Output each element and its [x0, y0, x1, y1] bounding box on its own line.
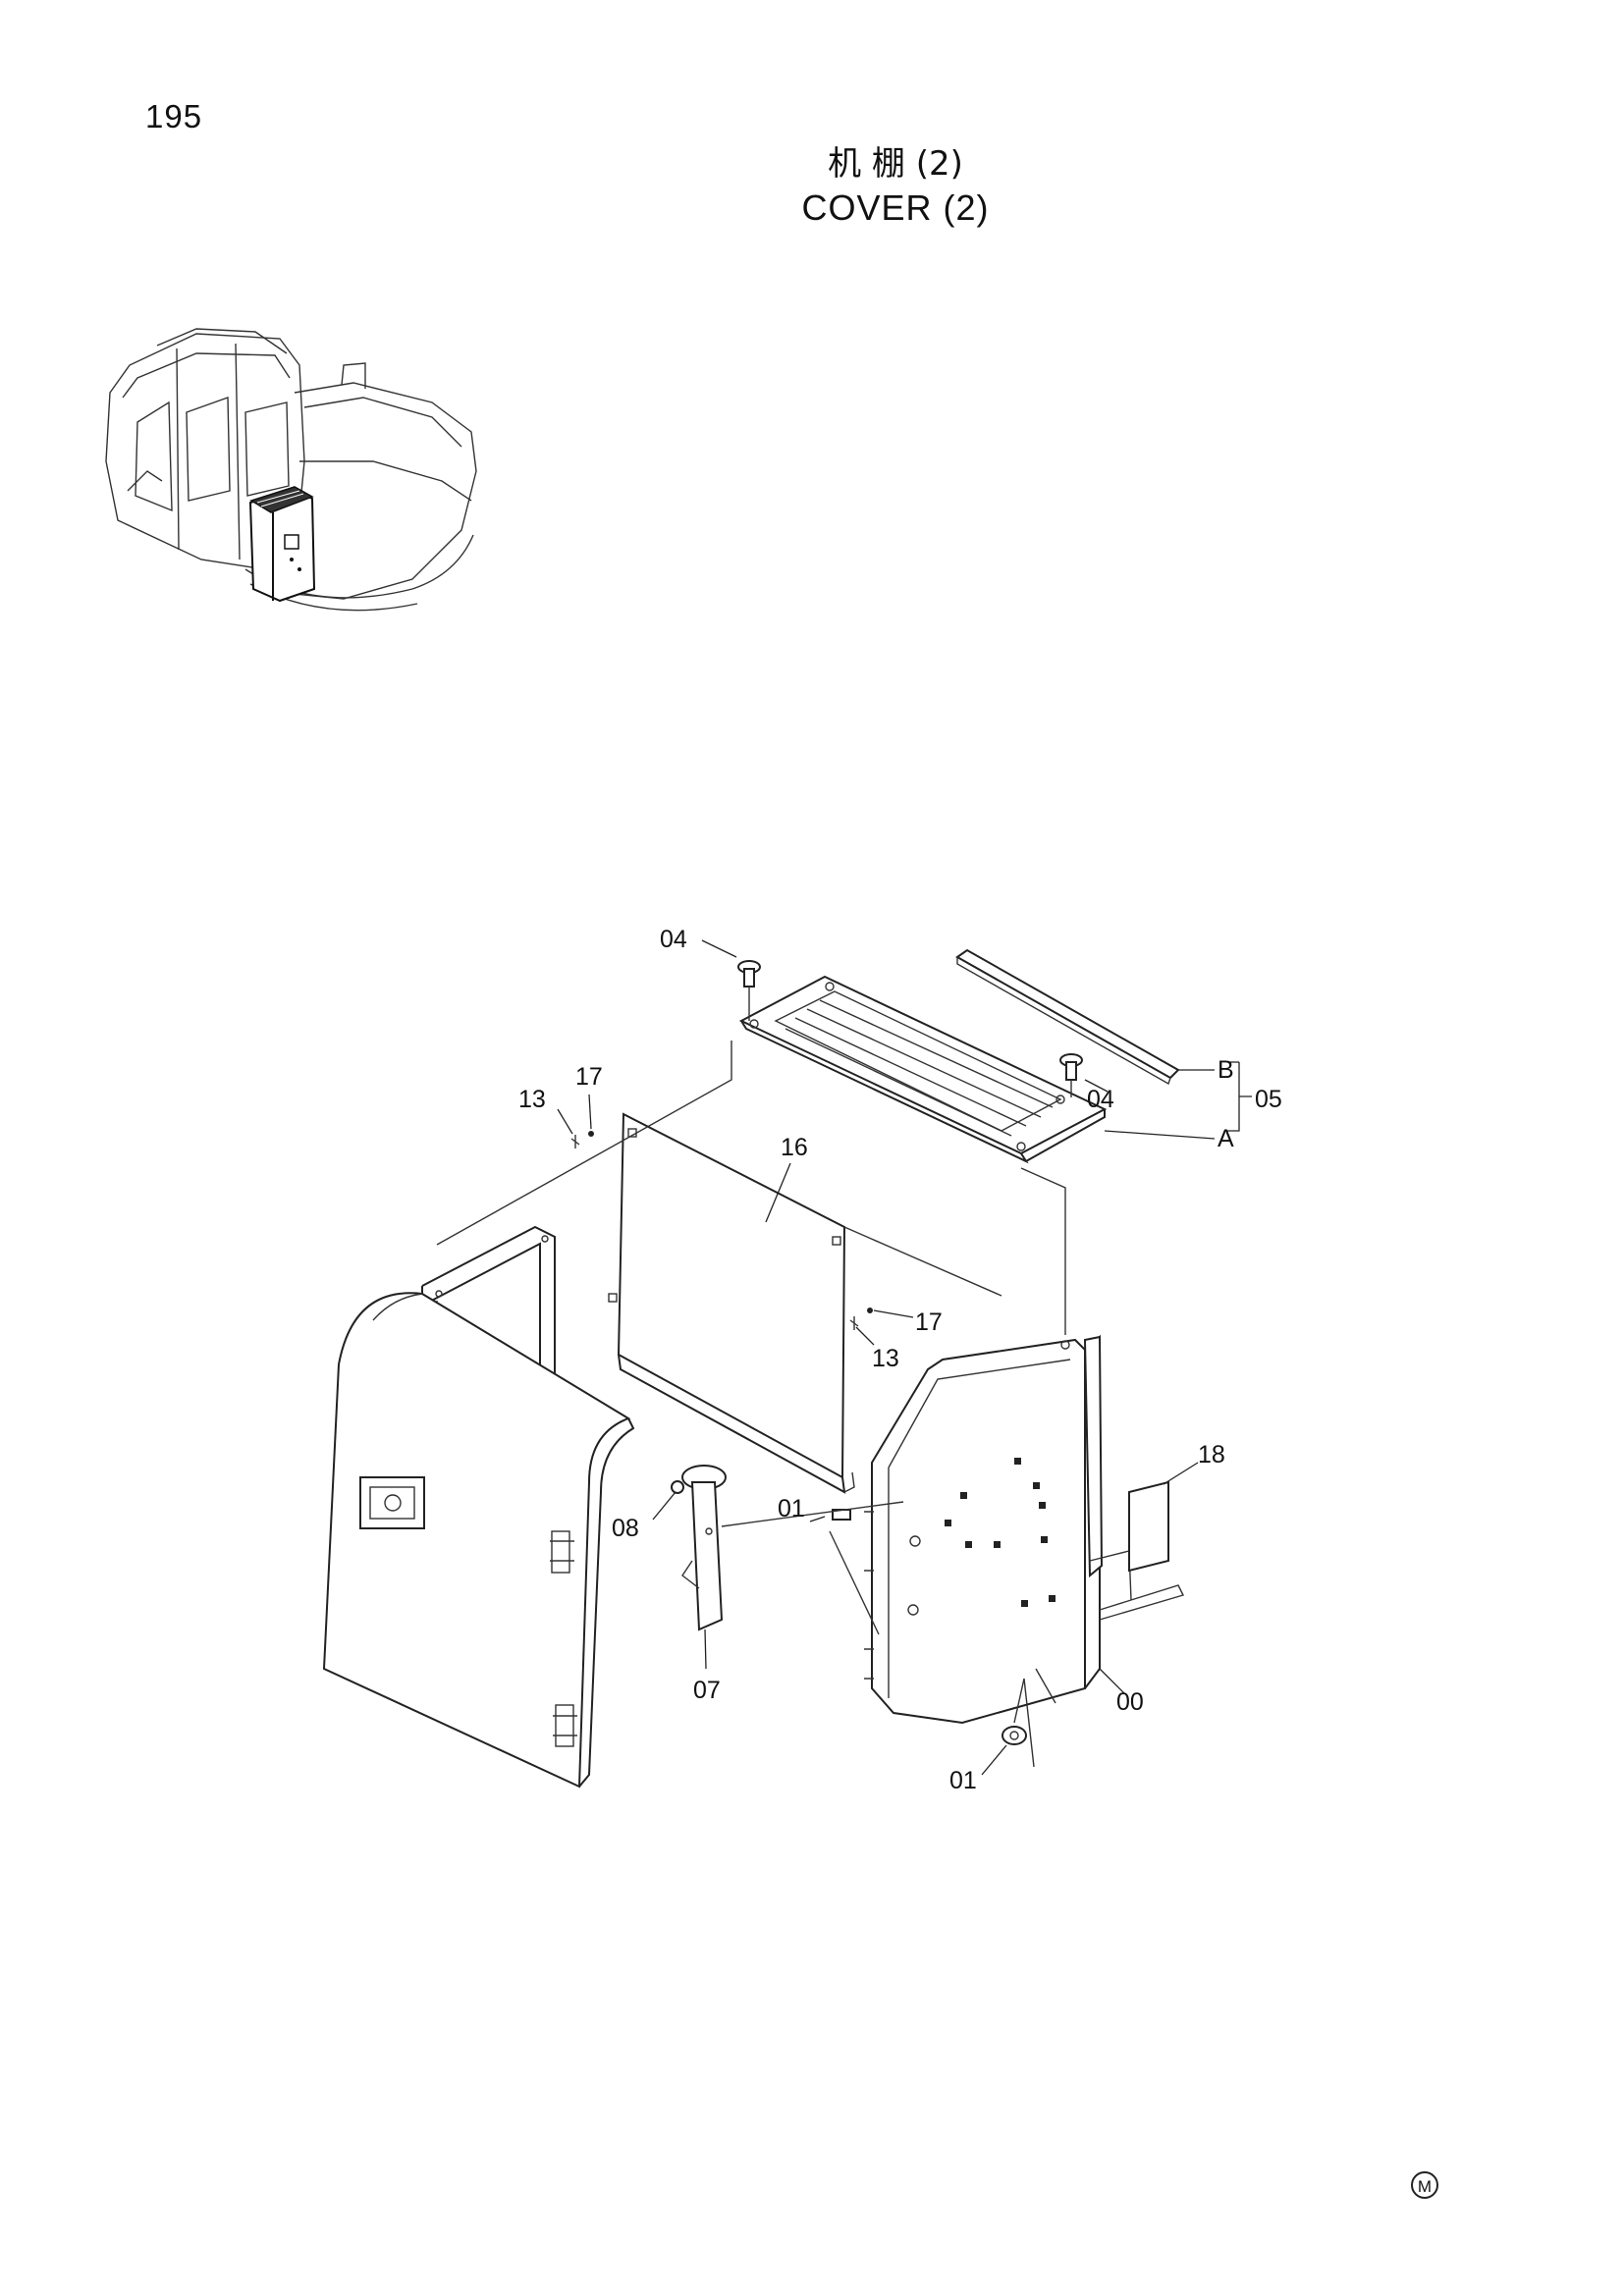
plate-18	[1128, 1480, 1169, 1573]
callout-01-lower: 01	[949, 1767, 977, 1794]
callout-05: 05	[1255, 1086, 1282, 1113]
exploded-view: 04 04 B A 05 13 17 16 17 13 18 01 08 07 …	[322, 926, 1282, 1794]
side-cover-00	[864, 1334, 1101, 1725]
bolt-01-upper	[721, 1501, 904, 1635]
bolt-04-left	[737, 960, 761, 1021]
callout-17-lower: 17	[915, 1308, 943, 1336]
callout-01-upper: 01	[778, 1495, 805, 1522]
callout-16: 16	[781, 1134, 808, 1161]
title-chinese: 机 棚 (2)	[828, 144, 963, 184]
callout-B: B	[1218, 1056, 1234, 1084]
bolt-01-lower	[1001, 1678, 1035, 1768]
top-grille	[738, 975, 1108, 1164]
callout-07: 07	[693, 1677, 721, 1704]
page-number: 195	[145, 98, 203, 134]
callout-A: A	[1218, 1125, 1234, 1152]
door-panel	[322, 1292, 635, 1789]
callout-13-upper: 13	[518, 1086, 546, 1113]
bolt-04-right	[1059, 1053, 1083, 1097]
panel-16	[608, 1112, 855, 1494]
callout-04-left: 04	[660, 926, 687, 953]
screw-13-upper	[570, 1131, 594, 1148]
screw-13-lower	[849, 1308, 873, 1330]
callout-17-upper: 17	[575, 1063, 603, 1091]
title-english: COVER (2)	[801, 187, 990, 228]
callout-08: 08	[612, 1515, 639, 1542]
nut-08	[671, 1480, 684, 1494]
callout-18: 18	[1198, 1441, 1225, 1468]
callout-04-right: 04	[1087, 1086, 1114, 1113]
excavator-sketch	[105, 328, 477, 612]
catalog-mark: M	[1411, 2171, 1438, 2199]
stay-07	[681, 1465, 727, 1631]
page-title: 机 棚 (2) COVER (2)	[0, 142, 1624, 231]
callout-00: 00	[1116, 1688, 1144, 1716]
callout-13-lower: 13	[872, 1345, 899, 1372]
